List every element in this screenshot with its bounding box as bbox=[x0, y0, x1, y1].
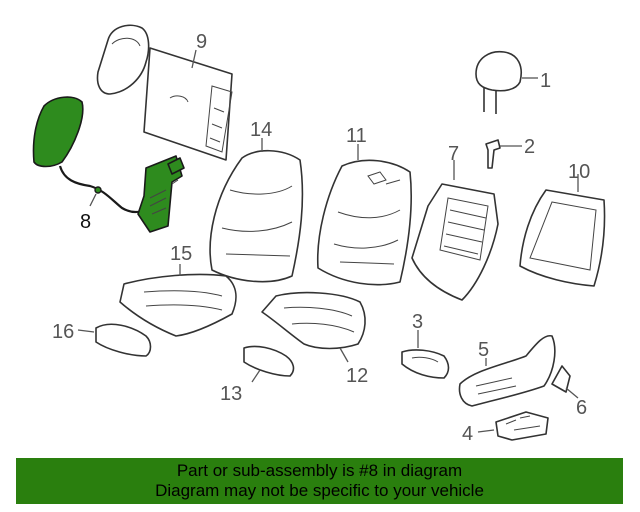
part-8-highlighted[interactable] bbox=[32, 96, 185, 233]
part-4-switch[interactable] bbox=[477, 411, 549, 441]
callout-5: 5 bbox=[478, 339, 489, 361]
banner-line-part: Part or sub-assembly is #8 in diagram bbox=[176, 461, 463, 480]
part-6-trim-cap[interactable] bbox=[551, 365, 579, 399]
part-9-backrest-panel[interactable] bbox=[96, 24, 233, 161]
part-7-seat-back-frame[interactable] bbox=[411, 160, 499, 301]
part-16-side-trim[interactable] bbox=[77, 323, 152, 357]
banner-line-disclaimer: Diagram may not be specific to your vehi… bbox=[155, 481, 484, 500]
callout-6: 6 bbox=[576, 397, 587, 419]
callout-11: 11 bbox=[346, 125, 367, 147]
part-10-rear-panel[interactable] bbox=[519, 174, 606, 287]
part-11-backrest-foam[interactable] bbox=[316, 144, 413, 286]
parts-diagram: 1 2 3 4 5 6 7 8 9 10 11 12 13 14 15 16 bbox=[32, 24, 606, 445]
part-13-trim-piece[interactable] bbox=[243, 345, 295, 383]
callout-1: 1 bbox=[540, 70, 551, 92]
callout-10: 10 bbox=[568, 161, 590, 183]
part-5-side-shield[interactable] bbox=[458, 334, 556, 407]
callout-15: 15 bbox=[170, 243, 192, 265]
callout-2: 2 bbox=[524, 136, 535, 158]
part-2-guide-sleeve[interactable] bbox=[485, 139, 522, 169]
callout-9: 9 bbox=[196, 31, 207, 53]
part-12-cushion-foam[interactable] bbox=[261, 291, 366, 363]
part-3-switch-bezel[interactable] bbox=[401, 330, 450, 379]
part-14-backrest-cover[interactable] bbox=[209, 138, 304, 283]
info-banner: Part or sub-assembly is #8 in diagram Di… bbox=[16, 458, 623, 504]
callout-12: 12 bbox=[346, 365, 368, 387]
callout-16: 16 bbox=[52, 321, 74, 343]
part-15-cushion-cover[interactable] bbox=[119, 264, 237, 337]
callout-3: 3 bbox=[412, 311, 423, 333]
callout-7: 7 bbox=[448, 143, 459, 165]
callout-14: 14 bbox=[250, 119, 272, 141]
part-1-headrest[interactable] bbox=[475, 50, 538, 114]
callout-13: 13 bbox=[220, 383, 242, 405]
callout-4: 4 bbox=[462, 423, 473, 445]
callout-8: 8 bbox=[80, 211, 91, 233]
